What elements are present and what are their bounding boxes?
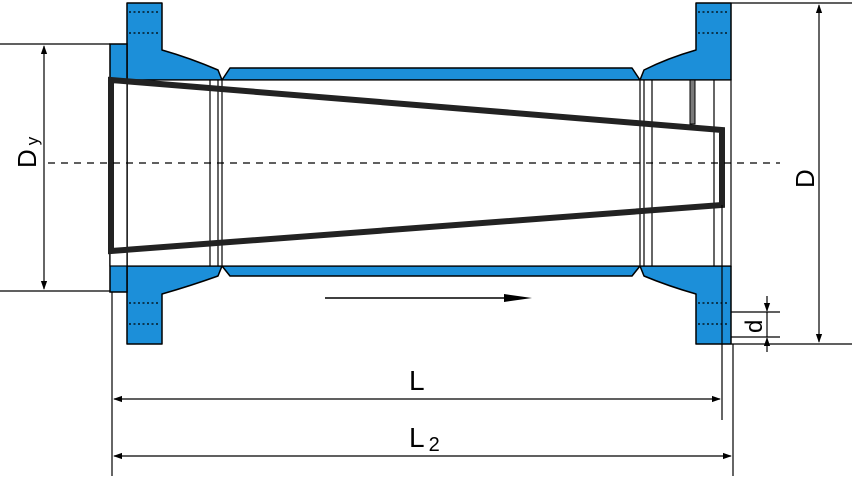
right-flange-bottom	[639, 265, 732, 345]
flow-arrow	[325, 294, 532, 302]
svg-text:L2: L2	[409, 422, 440, 456]
bolt-holes	[129, 11, 729, 325]
length2-label: L	[409, 422, 425, 453]
left-flange-bottom	[126, 265, 223, 345]
stem	[689, 79, 696, 125]
tube-interior	[111, 79, 732, 267]
right-flange-top	[639, 2, 732, 81]
sleeve-bottom	[221, 265, 641, 277]
sleeve-top	[221, 67, 641, 81]
dy-subscript: y	[23, 136, 42, 145]
left-flange-top	[126, 2, 223, 81]
bolt-d-label: d	[741, 320, 768, 333]
length2-subscript: 2	[429, 434, 440, 456]
svg-text:Dy: Dy	[12, 136, 42, 168]
d-outer-label: D	[790, 169, 820, 188]
pipe-body	[126, 2, 732, 345]
dy-label: D	[12, 149, 42, 168]
length-label: L	[409, 365, 425, 396]
